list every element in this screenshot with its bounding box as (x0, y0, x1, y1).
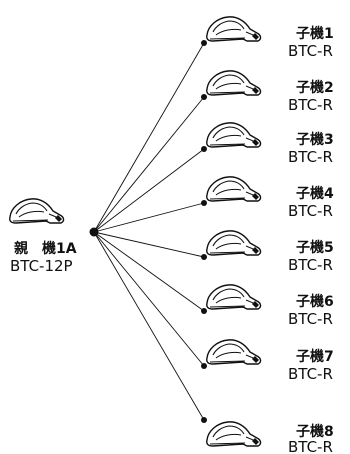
connector-line (93, 42, 205, 233)
child-model-label: BTC-R (288, 310, 333, 328)
parent-model-label: BTC-12P (10, 257, 73, 275)
child-model-label: BTC-R (288, 96, 333, 114)
connector-line (93, 96, 205, 233)
child-unit: 子機2 BTC-R (201, 70, 334, 114)
child-unit: 子機7 BTC-R (201, 339, 334, 383)
child-unit: 子機1 BTC-R (201, 16, 334, 60)
child-model-label: BTC-R (288, 256, 333, 274)
child-endpoint-dot (201, 417, 207, 423)
child-name-label: 子機5 (296, 239, 334, 256)
connection-lines (93, 42, 205, 421)
child-unit: 子機8 BTC-R (201, 417, 334, 454)
connector-line (93, 231, 205, 258)
parent-handset-icon (9, 198, 65, 224)
child-model-label: BTC-R (288, 148, 333, 166)
child-handset-icon (206, 284, 262, 310)
connector-line (93, 231, 205, 367)
child-name-label: 子機8 (296, 423, 334, 440)
child-unit: 子機5 BTC-R (201, 230, 334, 274)
child-handset-icon (206, 122, 262, 148)
child-unit: 子機4 BTC-R (201, 176, 334, 220)
child-handset-icon (206, 176, 262, 202)
connector-line (93, 202, 205, 233)
child-name-label: 子機4 (296, 185, 334, 202)
child-handset-icon (206, 230, 262, 256)
child-endpoint-dot (201, 200, 207, 206)
child-handset-icon (206, 16, 262, 42)
connector-line (93, 148, 205, 233)
child-name-label: 子機1 (296, 25, 334, 42)
parent-unit: 親 機1A BTC-12P (9, 198, 99, 275)
child-unit: 子機6 BTC-R (201, 284, 334, 328)
parent-hub-dot (89, 227, 99, 237)
child-endpoint-dot (201, 40, 207, 46)
child-model-label: BTC-R (288, 365, 333, 383)
child-handset-icon (206, 339, 262, 365)
child-name-label: 子機7 (296, 348, 334, 365)
child-name-label: 子機2 (296, 79, 334, 96)
child-handset-icon (206, 421, 262, 447)
child-name-label: 子機3 (296, 131, 334, 148)
child-handset-icon (206, 70, 262, 96)
connector-line (93, 231, 205, 421)
child-units: 子機1 BTC-R 子機2 BTC-R 子機3 BTC-R 子機4 BTC-R … (201, 16, 334, 454)
child-model-label: BTC-R (288, 42, 333, 60)
child-endpoint-dot (201, 254, 207, 260)
child-unit: 子機3 BTC-R (201, 122, 334, 166)
child-endpoint-dot (201, 94, 207, 100)
child-model-label: BTC-R (288, 202, 333, 220)
connector-line (93, 231, 205, 312)
child-model-label: BTC-R (288, 438, 333, 454)
child-endpoint-dot (201, 363, 207, 369)
child-endpoint-dot (201, 308, 207, 314)
child-endpoint-dot (201, 146, 207, 152)
child-name-label: 子機6 (296, 293, 334, 310)
parent-name-label: 親 機1A (14, 240, 77, 257)
